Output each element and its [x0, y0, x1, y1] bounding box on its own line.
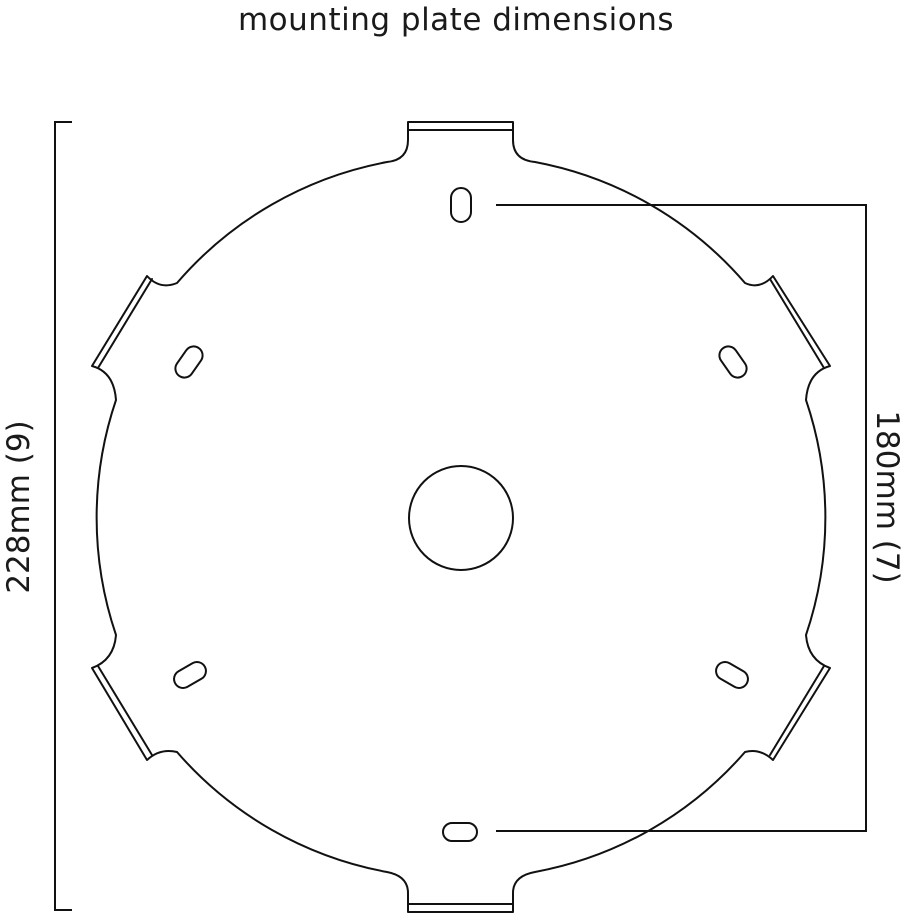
hole-spacing-bracket — [496, 204, 867, 832]
slot-lower-left — [173, 661, 207, 689]
tab-fold-lines — [97, 129, 825, 905]
overall-dimension-bracket — [54, 121, 72, 911]
hole-spacing-label: 180mm (7) — [869, 410, 905, 583]
mounting-slots — [173, 187, 749, 842]
plate-outline — [91, 121, 831, 913]
slot-top — [450, 187, 472, 223]
diagram-title: mounting plate dimensions — [237, 2, 674, 38]
slot-lower-right — [715, 661, 749, 689]
center-hole — [408, 465, 514, 571]
slot-upper-left — [174, 345, 204, 379]
overall-dimension-label: 228mm (9) — [1, 420, 37, 593]
slot-bottom — [442, 822, 478, 842]
slot-upper-right — [718, 345, 748, 379]
